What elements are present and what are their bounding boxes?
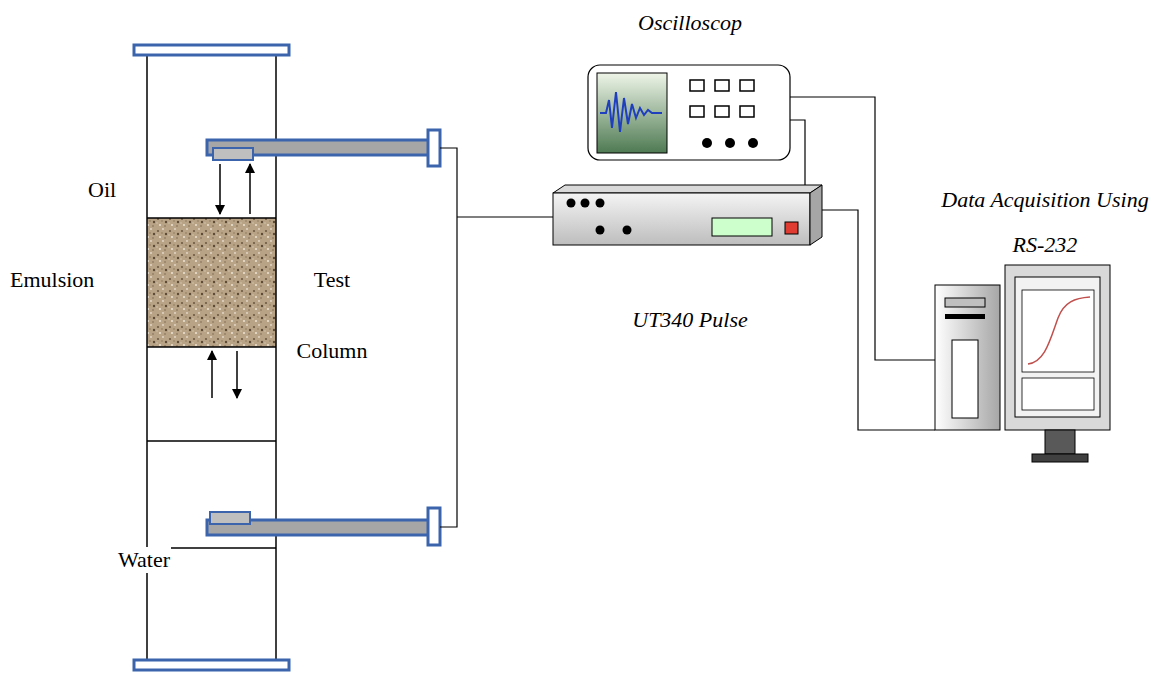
drive-slot <box>945 314 985 319</box>
layer-line <box>147 217 276 219</box>
button <box>690 106 704 117</box>
probe-end <box>428 508 440 545</box>
probe-cable <box>440 148 553 527</box>
signal-cable <box>790 97 935 360</box>
signal-cable <box>790 120 805 185</box>
monitor-screen <box>1015 277 1100 417</box>
transducer-probe <box>207 130 440 214</box>
monitor-stand <box>1045 430 1075 454</box>
computer-tower <box>935 285 1000 430</box>
water-label: Water <box>117 547 171 573</box>
chart-curve <box>1028 297 1090 364</box>
chart-window <box>1022 290 1094 372</box>
computer: Data Acquisition Using RS-232 <box>935 265 1110 460</box>
oil-label: Oil <box>88 177 116 203</box>
data-panel <box>1022 378 1094 410</box>
knob <box>623 226 632 235</box>
drive-bay <box>945 298 985 307</box>
emulsion-layer <box>147 218 276 347</box>
oscilloscope: Oscilloscop <box>588 65 790 160</box>
knob <box>567 199 576 208</box>
knob <box>748 138 758 148</box>
pulser-unit <box>553 185 822 245</box>
knob <box>596 226 605 235</box>
display <box>712 218 772 236</box>
knob <box>596 199 605 208</box>
monitor <box>1005 265 1110 430</box>
oscilloscope-body <box>588 65 790 160</box>
echo-arrow <box>236 351 238 398</box>
button <box>690 80 704 91</box>
waveform <box>600 92 662 132</box>
pulser-top <box>553 185 822 193</box>
column-cap <box>134 45 289 55</box>
computer <box>935 265 1110 462</box>
device-label: Oscilloscop <box>620 10 760 36</box>
emulsion-label: Emulsion <box>10 267 94 293</box>
tower-panel <box>952 340 978 418</box>
layer-line <box>147 346 276 348</box>
pulser-body <box>553 193 810 245</box>
button <box>715 80 729 91</box>
monitor-base <box>1032 454 1088 462</box>
column-cap <box>134 660 289 670</box>
pulse-arrow <box>211 351 213 398</box>
oscilloscope <box>588 65 790 160</box>
pulse-arrow <box>219 164 221 214</box>
transducer <box>213 148 253 160</box>
button <box>740 80 754 91</box>
device-label: UT340 Pulse <box>600 307 780 333</box>
knob <box>702 138 712 148</box>
power-button <box>785 222 798 234</box>
signal-cable <box>822 210 935 430</box>
device-label: Test Column <box>290 244 374 386</box>
layer-line <box>147 440 276 442</box>
button <box>740 106 754 117</box>
device-label: Data Acquisition Using RS-232 <box>935 177 1155 267</box>
echo-arrow <box>249 164 251 214</box>
transducer <box>210 512 250 524</box>
transducer-probe <box>207 351 440 545</box>
pulser-unit: UT340 Pulse <box>553 185 822 245</box>
pulser-side <box>810 185 822 245</box>
knob <box>725 138 735 148</box>
oscilloscope-screen <box>597 73 667 153</box>
probe-end <box>428 130 440 166</box>
knob <box>581 199 590 208</box>
button <box>715 106 729 117</box>
